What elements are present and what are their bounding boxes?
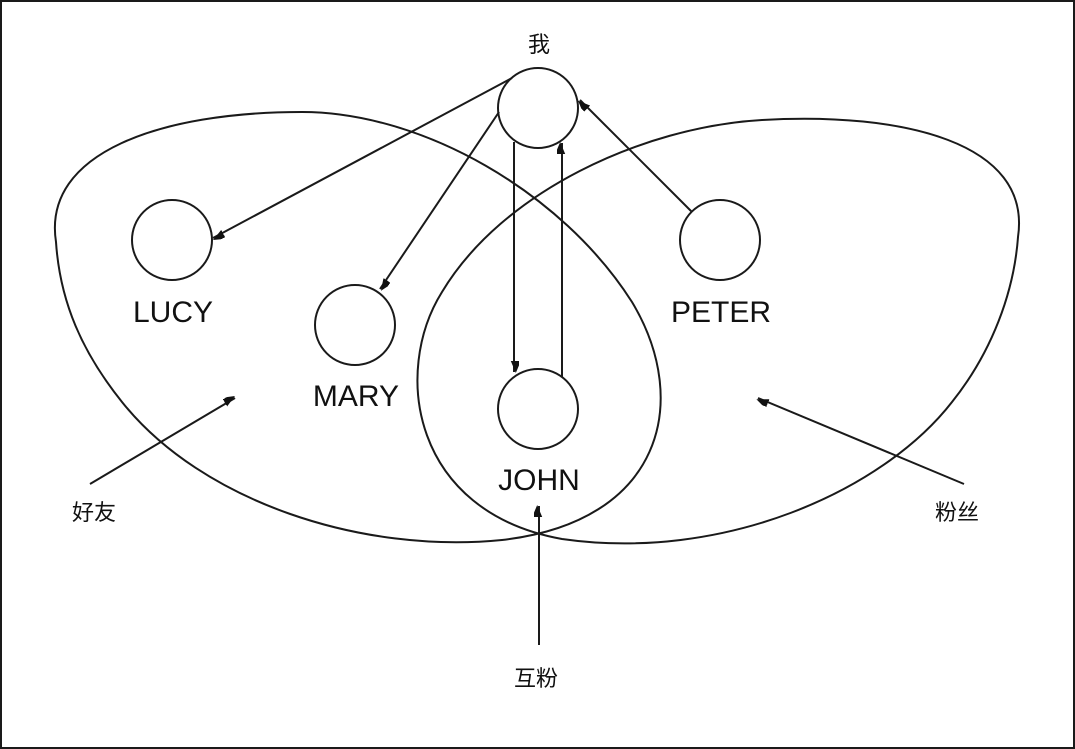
node-me[interactable] bbox=[497, 67, 579, 149]
edge-me-to-lucy bbox=[212, 77, 513, 238]
node-john-label: JOHN bbox=[498, 464, 580, 497]
node-lucy[interactable] bbox=[131, 199, 213, 281]
node-peter-label: PETER bbox=[671, 296, 771, 329]
node-john[interactable] bbox=[497, 368, 579, 450]
fans-region bbox=[416, 117, 1021, 545]
pointer-friends bbox=[89, 398, 236, 485]
node-me-label: 我 bbox=[528, 33, 550, 58]
edge-peter-to-me bbox=[580, 99, 693, 213]
region-mutual-label: 互粉 bbox=[514, 667, 558, 692]
region-fans-label: 粉丝 bbox=[935, 501, 979, 526]
node-lucy-label: LUCY bbox=[133, 296, 213, 329]
node-mary-label: MARY bbox=[313, 380, 399, 413]
node-mary[interactable] bbox=[314, 284, 396, 366]
edge-me-to-mary bbox=[379, 111, 500, 289]
pointer-fans bbox=[758, 397, 965, 485]
node-peter[interactable] bbox=[679, 199, 761, 281]
friends-region bbox=[53, 110, 662, 544]
region-friends-label: 好友 bbox=[72, 501, 116, 526]
